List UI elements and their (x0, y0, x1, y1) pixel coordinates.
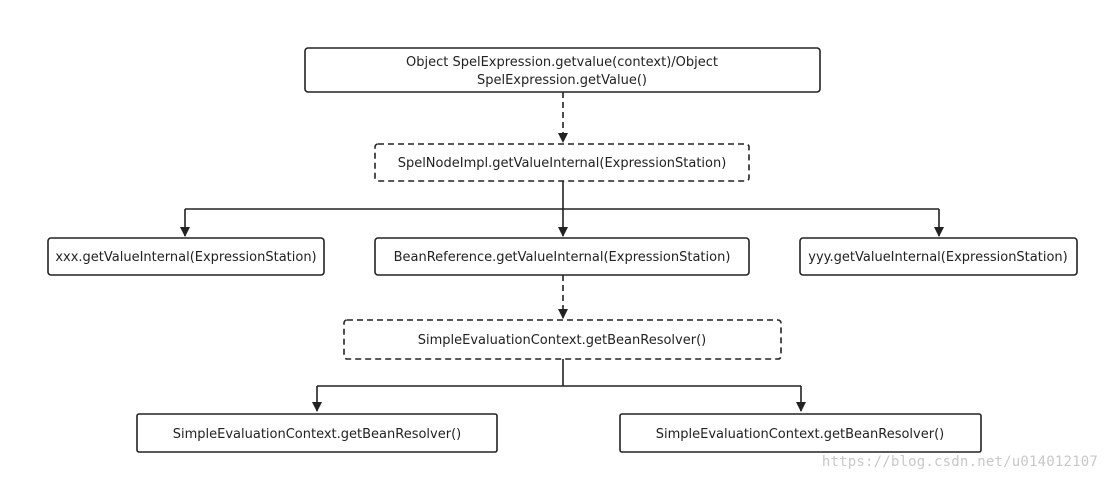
simple-context-right-label: SimpleEvaluationContext.getBeanResolver(… (656, 427, 944, 442)
simple-context-dashed-label: SimpleEvaluationContext.getBeanResolver(… (418, 333, 706, 348)
simple-context-dashed-node: SimpleEvaluationContext.getBeanResolver(… (343, 319, 782, 360)
simple-context-right-node: SimpleEvaluationContext.getBeanResolver(… (619, 413, 982, 453)
root-node: Object SpelExpression.getvalue(context)/… (304, 47, 821, 93)
root-node-label-line2: SpelExpression.getValue() (477, 73, 647, 88)
spel-node-impl-label: SpelNodeImpl.getValueInternal(Expression… (398, 156, 727, 171)
yyy-node: yyy.getValueInternal(ExpressionStation) (799, 237, 1078, 276)
bean-reference-node: BeanReference.getValueInternal(Expressio… (374, 237, 750, 276)
spel-node-impl-node: SpelNodeImpl.getValueInternal(Expression… (374, 143, 750, 182)
yyy-node-label: yyy.getValueInternal(ExpressionStation) (808, 250, 1067, 265)
bean-reference-node-label: BeanReference.getValueInternal(Expressio… (394, 250, 731, 265)
simple-context-left-label: SimpleEvaluationContext.getBeanResolver(… (173, 427, 461, 442)
watermark-url: https://blog.csdn.net/u014012107 (821, 454, 1098, 470)
root-node-label-line1: Object SpelExpression.getvalue(context)/… (406, 55, 718, 70)
simple-context-left-node: SimpleEvaluationContext.getBeanResolver(… (136, 413, 498, 453)
xxx-node-label: xxx.getValueInternal(ExpressionStation) (55, 250, 316, 265)
xxx-node: xxx.getValueInternal(ExpressionStation) (47, 237, 325, 276)
